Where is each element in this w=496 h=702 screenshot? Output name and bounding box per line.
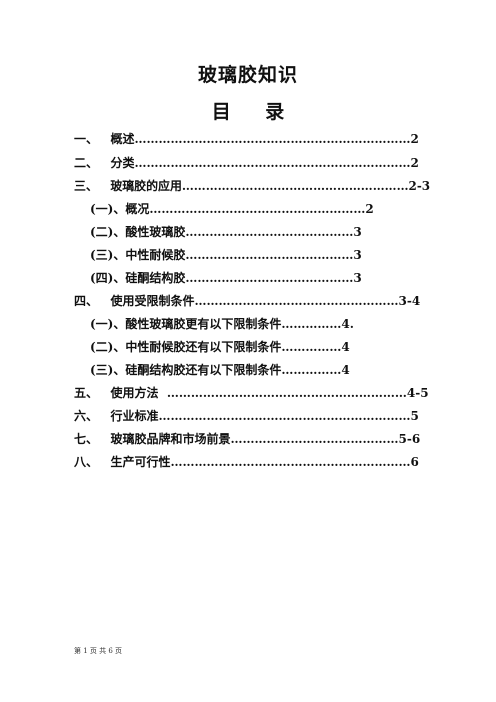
toc-entry-3: 三、 玻璃胶的应用…………………………………………………2-3 bbox=[74, 179, 431, 193]
toc-entry-7: 七、 玻璃胶品牌和市场前景……………………………………5-6 bbox=[74, 432, 421, 446]
toc-subentry-4-1: (一)、酸性玻璃胶更有以下限制条件……………4. bbox=[90, 317, 354, 331]
toc-entry-6: 六、 行业标准………………………………………………………5 bbox=[74, 409, 419, 423]
toc-entry-5: 五、 使用方法 ……………………………………………………4-5 bbox=[74, 386, 429, 400]
document-title: 玻璃胶知识 bbox=[197, 64, 298, 86]
toc-entry-1: 一、 概述……………………………………………………………2 bbox=[74, 132, 419, 146]
toc-heading: 目 录 bbox=[211, 101, 299, 123]
toc-subentry-4-3: (三)、硅酮结构胶还有以下限制条件……………4 bbox=[90, 363, 350, 377]
toc-subentry-3-3: (三)、中性耐候胶……………………………………3 bbox=[90, 248, 362, 262]
toc-subentry-3-1: (一)、概况………………………………………………2 bbox=[90, 202, 374, 216]
toc-subentry-3-4: (四)、硅酮结构胶……………………………………3 bbox=[90, 271, 362, 285]
toc-subentry-4-2: (二)、中性耐候胶还有以下限制条件……………4 bbox=[90, 340, 350, 354]
toc-entry-8: 八、 生产可行性……………………………………………………6 bbox=[74, 455, 419, 469]
toc-subentry-3-2: (二)、酸性玻璃胶……………………………………3 bbox=[90, 225, 362, 239]
page-footer: 第 1 页 共 6 页 bbox=[74, 647, 123, 655]
toc-entry-4: 四、 使用受限制条件……………………………………………3-4 bbox=[74, 294, 421, 308]
toc-entry-2: 二、 分类……………………………………………………………2 bbox=[74, 156, 419, 170]
